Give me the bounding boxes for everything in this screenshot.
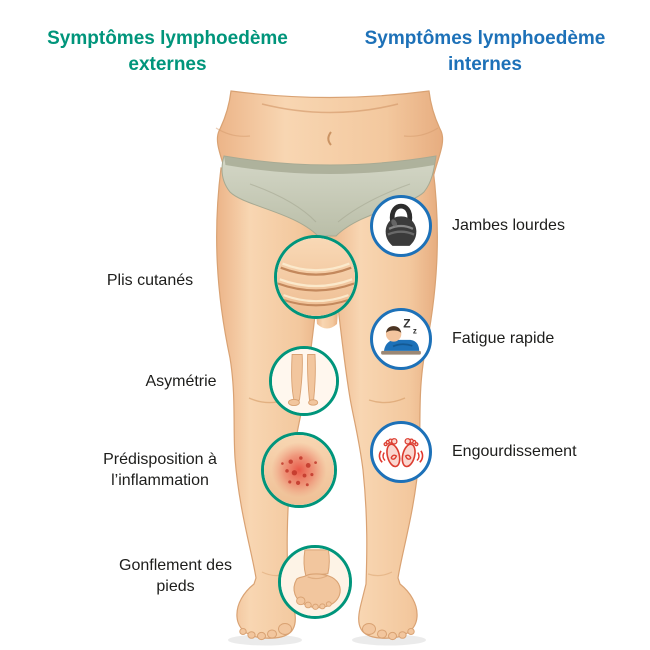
- label-numbness: Engourdissement: [452, 443, 577, 460]
- label-fast-fatigue: Fatigue rapide: [452, 330, 555, 347]
- internal-symptoms-heading: Symptômes lymphoedème internes: [364, 28, 606, 76]
- label-heavy-legs: Jambes lourdes: [452, 217, 565, 234]
- svg-text:Z: Z: [403, 317, 410, 331]
- foot-swelling-marker: [278, 545, 352, 619]
- inflammation-marker: [261, 432, 337, 508]
- kettlebell-icon: [385, 203, 417, 246]
- label-skin-folds: Plis cutanés: [106, 272, 194, 289]
- inflammation-icon: [264, 435, 334, 505]
- numb-feet-icon: [378, 438, 424, 468]
- foot-swelling-icon: [281, 548, 349, 616]
- label-inflammation: Prédisposition à l’inflammation: [103, 451, 217, 489]
- internal-symptom-badge: Z z: [370, 308, 432, 370]
- svg-text:z: z: [413, 326, 417, 335]
- asymmetry-icon: [272, 349, 336, 413]
- internal-symptom-badge: [370, 421, 432, 483]
- internal-symptom-badge: [370, 195, 432, 257]
- internal-symptom-row-heavy-legs: Jambes lourdes: [370, 195, 565, 257]
- skin-folds-marker: [274, 235, 358, 319]
- skin-folds-icon: [277, 238, 355, 316]
- internal-symptom-row-numbness: Engourdissement: [370, 421, 577, 483]
- label-asymmetry: Asymétrie: [145, 373, 217, 390]
- asymmetry-marker: [269, 346, 339, 416]
- internal-symptom-row-fatigue: Z z Fatigue rapide: [370, 308, 554, 370]
- sleeping-person-icon: Z z: [381, 317, 421, 355]
- external-symptoms-heading: Symptômes lymphoedème externes: [47, 28, 288, 76]
- label-foot-swelling: Gonflement des pieds: [119, 557, 232, 595]
